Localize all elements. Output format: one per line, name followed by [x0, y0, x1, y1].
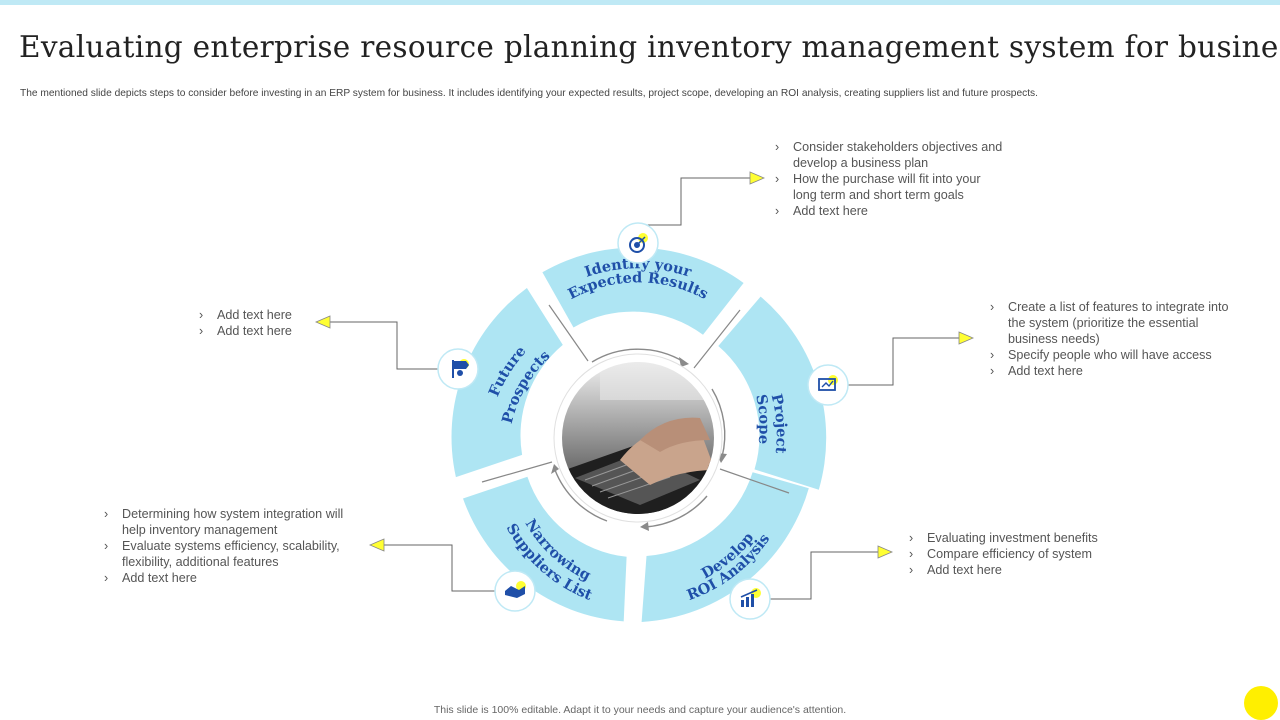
connector-lines: [481, 304, 790, 494]
segment-future: [451, 288, 563, 478]
badge-roi: [729, 578, 771, 620]
list-item: Evaluate systems efficiency, scalability…: [102, 538, 364, 570]
list-item: Add text here: [197, 307, 317, 323]
list-item: Add text here: [102, 570, 364, 586]
center-laptop-image: [553, 353, 723, 523]
list-item: Determining how system integration will …: [102, 506, 364, 538]
list-item: Add text here: [773, 203, 1003, 219]
points-future: Add text here Add text here: [197, 307, 317, 339]
points-scope: Create a list of features to integrate i…: [988, 299, 1238, 379]
list-item: Evaluating investment benefits: [907, 530, 1137, 546]
list-item: Add text here: [988, 363, 1238, 379]
badge-identify: [617, 222, 659, 264]
callout-lines: [328, 177, 960, 600]
ring-segments: [451, 247, 827, 622]
footer-note: This slide is 100% editable. Adapt it to…: [433, 704, 847, 716]
accent-dot: [1244, 686, 1278, 720]
segment-identify: [542, 247, 744, 335]
list-item: Create a list of features to integrate i…: [988, 299, 1238, 347]
signpost-icon: [452, 360, 469, 378]
inner-cycle-arrows: [554, 348, 726, 528]
list-item: Specify people who will have access: [988, 347, 1238, 363]
badge-future: [437, 348, 479, 390]
list-item: Add text here: [197, 323, 317, 339]
growth-chart-icon: [740, 589, 758, 607]
list-item: How the purchase will fit into your long…: [773, 171, 1003, 203]
list-item: Add text here: [907, 562, 1137, 578]
list-item: Consider stakeholders objectives and dev…: [773, 139, 1003, 171]
label-scope-2: Scope: [752, 393, 773, 445]
page-subtitle: The mentioned slide depicts steps to con…: [20, 88, 1038, 99]
points-roi: Evaluating investment benefits Compare e…: [907, 530, 1137, 578]
top-accent-bar: [0, 0, 1280, 5]
segment-roi: [641, 472, 809, 622]
points-suppliers: Determining how system integration will …: [102, 506, 364, 586]
label-scope-1: Project: [768, 392, 790, 454]
presentation-screen-icon: [818, 378, 836, 391]
badge-scope: [807, 364, 849, 406]
callout-arrowheads: [314, 171, 975, 559]
badge-suppliers: [494, 570, 536, 612]
segment-suppliers: [463, 476, 627, 622]
list-item: Compare efficiency of system: [907, 546, 1137, 562]
handshake-icon: [505, 586, 525, 598]
segment-scope: [718, 296, 827, 490]
page-title: Evaluating enterprise resource planning …: [19, 30, 1280, 64]
points-identify: Consider stakeholders objectives and dev…: [773, 139, 1003, 219]
target-icon: [629, 236, 646, 253]
